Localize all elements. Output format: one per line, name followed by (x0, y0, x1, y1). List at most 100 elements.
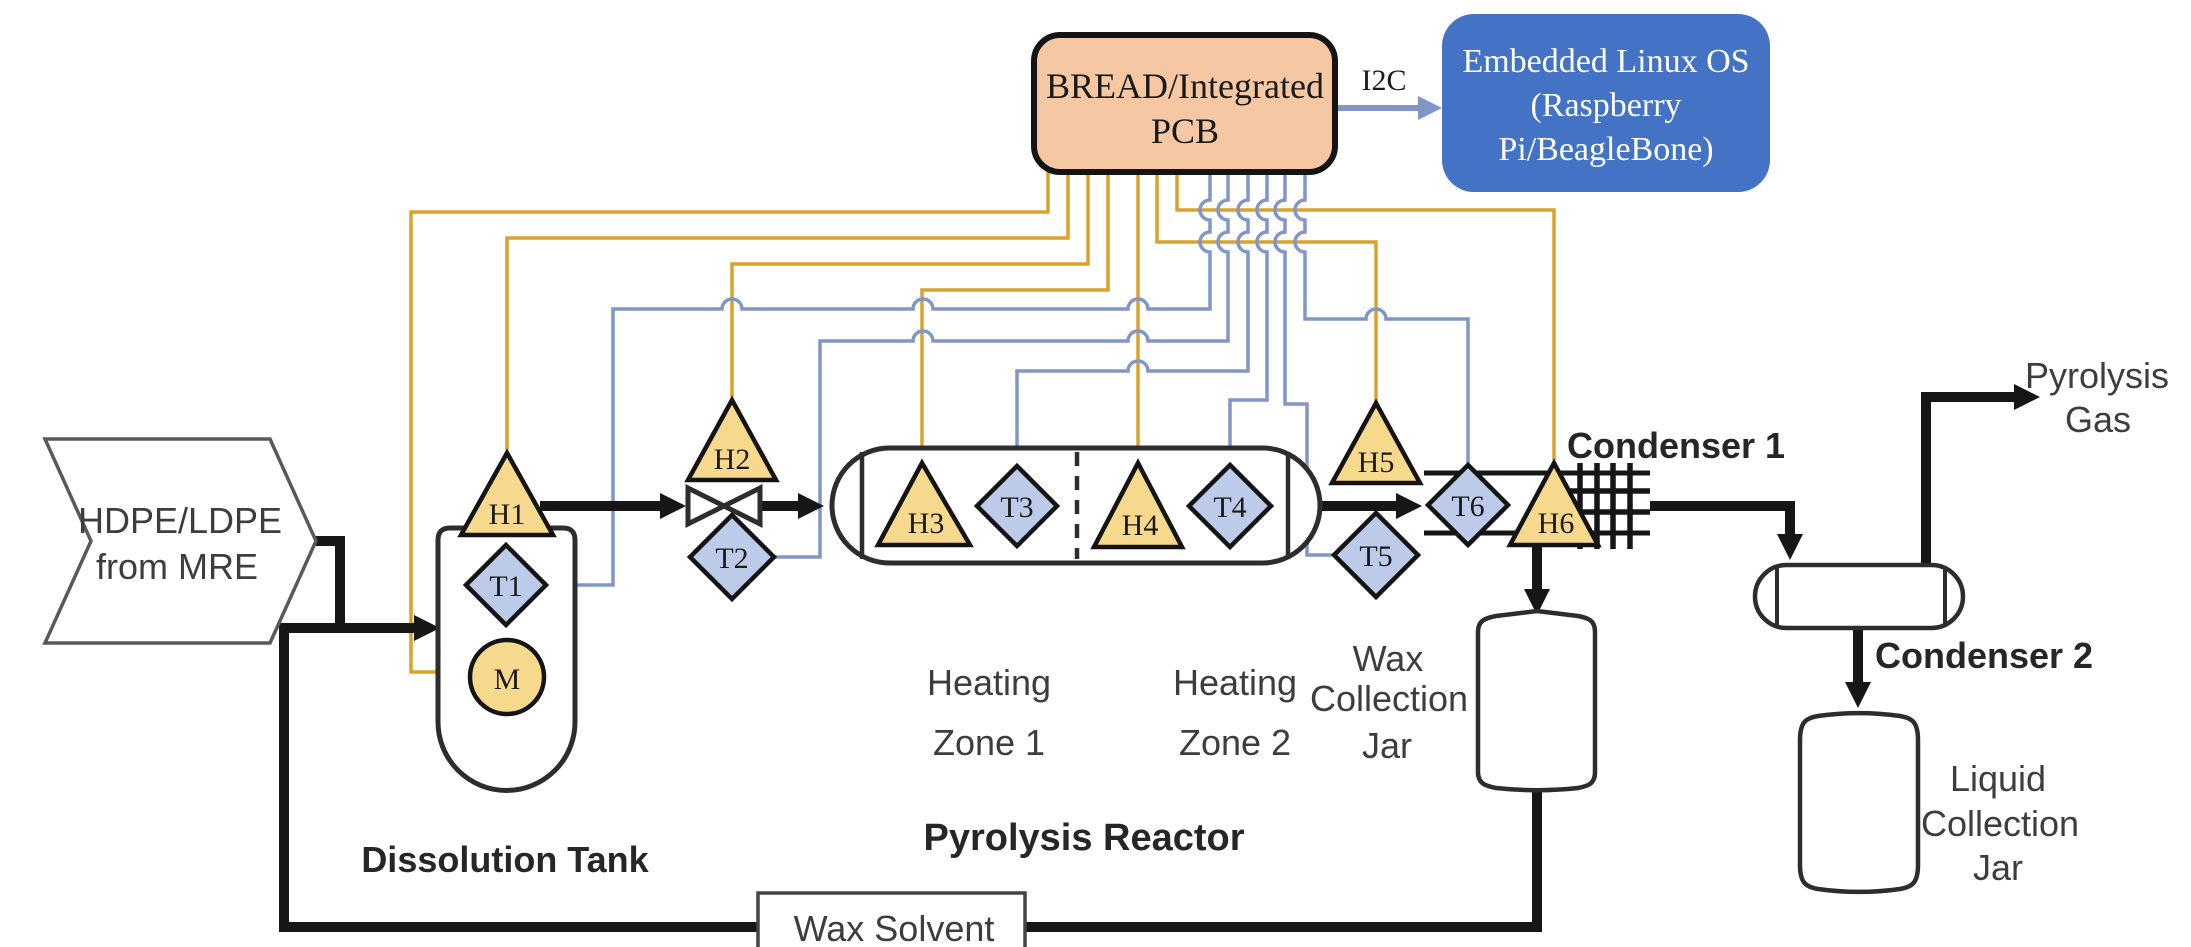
bread-pcb-label-line1: BREAD/Integrated (1046, 66, 1324, 106)
bread-pcb: BREAD/Integrated PCB (1031, 32, 1338, 175)
i2c-arrowhead (1418, 96, 1442, 120)
valve-left-triangle (685, 483, 730, 529)
heater-wires (409, 172, 1556, 674)
i2c-bus: I2C (1338, 64, 1442, 120)
sensor-t2-label: T2 (715, 542, 748, 575)
wire-h6 (1175, 172, 1556, 460)
wire-t6 (1293, 172, 1470, 463)
arrowhead-wax-jar (1524, 589, 1550, 615)
liquid-jar-label-line2: Collection (1921, 803, 2079, 844)
feed-label-line1: HDPE/LDPE (78, 500, 282, 541)
pyrolysis-reactor-label: Pyrolysis Reactor (923, 817, 1244, 859)
wire-t5 (1273, 172, 1332, 557)
condenser2-label: Condenser 2 (1875, 635, 2093, 676)
heating-zone1-label-line2: Zone 1 (933, 722, 1045, 763)
sensor-wires (546, 172, 1470, 587)
motor-label: M (494, 663, 521, 696)
arrowhead-reactor-inlet (798, 493, 824, 519)
i2c-label: I2C (1362, 64, 1407, 97)
heater-h4-triangle (1090, 458, 1186, 550)
heater-h3-triangle (874, 458, 974, 548)
feed-chevron: HDPE/LDPE from MRE (42, 437, 318, 645)
sensor-t1-diamond (462, 541, 550, 629)
pyrolysis-gas-label-line1: Pyrolysis (2025, 355, 2169, 396)
wire-h5 (1155, 172, 1378, 402)
embedded-linux-box (1442, 14, 1770, 192)
wire-t3 (1015, 172, 1250, 464)
heater-h5-label: H5 (1358, 446, 1395, 479)
heater-h4-label: H4 (1122, 509, 1159, 542)
embedded-linux-label-line1: Embedded Linux OS (1462, 43, 1749, 80)
pyrolysis-gas: Pyrolysis Gas (2025, 355, 2169, 440)
pyrolysis-gas-label-line2: Gas (2065, 399, 2131, 440)
wax-solvent-label: Wax Solvent (794, 908, 995, 947)
sensor-t4-diamond (1185, 461, 1275, 551)
pipe-gas-line (1921, 392, 2016, 565)
arrowhead-liquid-jar (1845, 682, 1871, 708)
valve-right-triangle (718, 483, 763, 529)
sensor-t4-label: T4 (1213, 491, 1246, 524)
arrowhead-reactor-outlet (1396, 493, 1422, 519)
heating-zone2-label-line2: Zone 2 (1179, 722, 1291, 763)
heater-h1-triangle (457, 448, 557, 538)
wire-motor (409, 172, 1050, 674)
heating-zone2-label-line1: Heating (1173, 662, 1297, 703)
wax-jar-vessel (1475, 608, 1598, 793)
pyrolysis-reactor: H3 T3 H4 T4 Heating Zone 1 Heating Zone … (829, 445, 1323, 859)
wax-jar-label-line2: Collection (1310, 678, 1468, 719)
heater-h2-triangle (684, 395, 780, 483)
sensor-t2-diamond (686, 511, 778, 603)
embedded-linux-os: Embedded Linux OS (Raspberry Pi/BeagleBo… (1442, 14, 1770, 192)
sensor-t5-diamond (1330, 509, 1422, 601)
wire-t1 (546, 172, 1212, 587)
arrowhead-pre-valve (660, 493, 686, 519)
sensor-t6-label: T6 (1451, 490, 1484, 523)
heating-zone1-label-line1: Heating (927, 662, 1051, 703)
wax-solvent-box (756, 891, 1027, 947)
pipe-solvent-return (279, 623, 758, 932)
dissolution-tank-label: Dissolution Tank (361, 839, 649, 880)
condenser2: Condenser 2 (1752, 562, 2093, 676)
heater-h3-label: H3 (908, 507, 945, 540)
arrowhead-condenser2-inlet (1777, 534, 1803, 560)
wire-t4 (1228, 172, 1269, 464)
liquid-jar-label-line1: Liquid (1950, 758, 2046, 799)
embedded-linux-label-line3: Pi/BeagleBone) (1498, 131, 1713, 168)
condenser1-label: Condenser 1 (1567, 425, 1785, 466)
dissolution-tank: H1 T1 M Dissolution Tank (361, 448, 650, 880)
bread-pcb-label-line2: PCB (1151, 111, 1219, 151)
pipe-solvent-to-tankline (1025, 787, 1542, 932)
bread-pcb-box (1031, 32, 1338, 175)
wire-t2 (774, 172, 1230, 559)
pipe-feed-elbow (314, 536, 345, 624)
pipe-condenser1-to-condenser2 (1650, 501, 1795, 536)
arrowhead-pyrolysis-gas (2014, 384, 2040, 410)
sensor-t3-label: T3 (1000, 491, 1033, 524)
feed-valve: H2 T2 (684, 395, 780, 603)
sensor-t5-label: T5 (1359, 540, 1392, 573)
motor-circle (467, 637, 547, 717)
wax-solvent: Wax Solvent (756, 891, 1027, 947)
condenser1: H5 T5 T6 H6 Condenser 1 (1328, 398, 1785, 601)
wax-jar-label-line3: Jar (1362, 725, 1412, 766)
heater-h6-triangle (1506, 458, 1602, 548)
sensor-t3-diamond (973, 462, 1061, 550)
sensor-t1-label: T1 (489, 570, 522, 603)
heater-h2-label: H2 (714, 443, 751, 476)
wax-jar-label-line1: Wax (1353, 638, 1424, 679)
liquid-jar-vessel (1797, 710, 1921, 895)
liquid-collection-jar: Liquid Collection Jar (1797, 710, 2079, 895)
heater-h5-triangle (1328, 398, 1424, 486)
feed-chevron-shape (42, 437, 318, 645)
liquid-jar-label-line3: Jar (1973, 847, 2023, 888)
condenser1-grid (1568, 463, 1650, 549)
heater-h1-label: H1 (489, 498, 526, 531)
arrowhead-tank-inlet (414, 615, 440, 641)
wire-h2 (730, 172, 1090, 397)
wire-h3 (920, 172, 1110, 460)
sensor-t6-diamond (1424, 461, 1512, 549)
embedded-linux-label-line2: (Raspberry (1530, 87, 1681, 124)
wire-h1 (505, 172, 1070, 450)
heater-h6-label: H6 (1538, 507, 1575, 540)
